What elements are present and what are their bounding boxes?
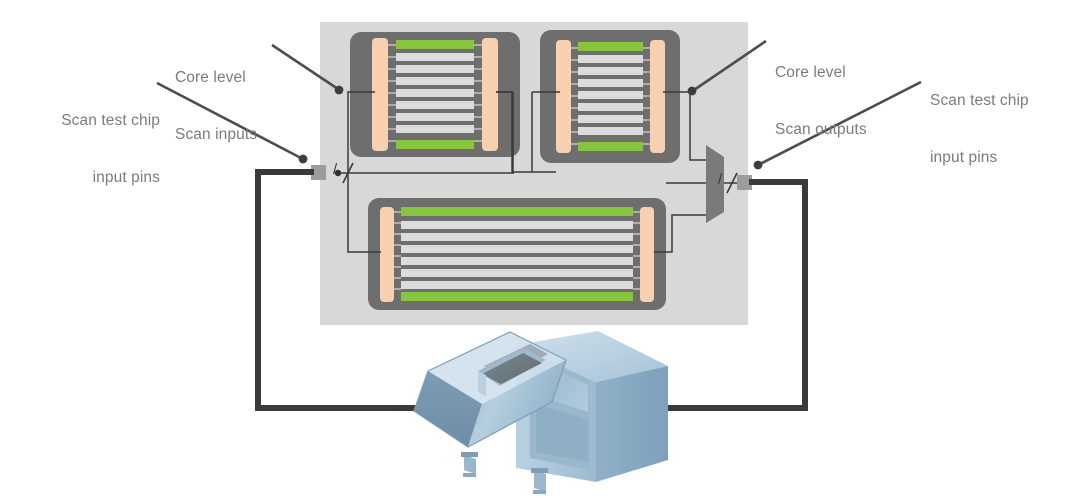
internal-scan-routing — [336, 91, 742, 253]
core-top-left — [350, 32, 520, 157]
core-bottom — [368, 198, 666, 310]
label-line-2: Scan inputs — [175, 126, 258, 143]
input-pin-left[interactable] — [311, 162, 354, 184]
left-pin-bus-width-slash: / — [333, 161, 338, 178]
cable-left — [255, 169, 473, 411]
label-core-level-scan-inputs: Core level Scan inputs — [175, 30, 257, 163]
label-line-2: Scan outputs — [775, 121, 867, 138]
label-line-2: input pins — [930, 149, 998, 166]
label-line-1: Scan test chip — [61, 112, 160, 129]
label-line-2: input pins — [92, 169, 160, 186]
annotation-leaders — [156, 39, 922, 170]
input-pin-right[interactable] — [726, 172, 752, 194]
label-line-1: Core level — [775, 64, 846, 81]
cable-right — [637, 179, 808, 411]
label-scan-test-chip-input-pins-left: Scan test chip input pins — [0, 73, 160, 206]
tester-cables — [255, 169, 808, 411]
output-multiplexer — [706, 145, 724, 223]
right-pin-bus-width-slash: / — [718, 171, 723, 188]
label-line-1: Core level — [175, 69, 246, 86]
ate-tester — [413, 331, 668, 494]
tester-feet — [461, 452, 548, 494]
label-core-level-scan-outputs: Core level Scan outputs — [775, 25, 867, 158]
core-top-right — [540, 30, 680, 163]
label-line-1: Scan test chip — [930, 92, 1029, 109]
label-scan-test-chip-input-pins-right: Scan test chip input pins — [930, 53, 1029, 186]
